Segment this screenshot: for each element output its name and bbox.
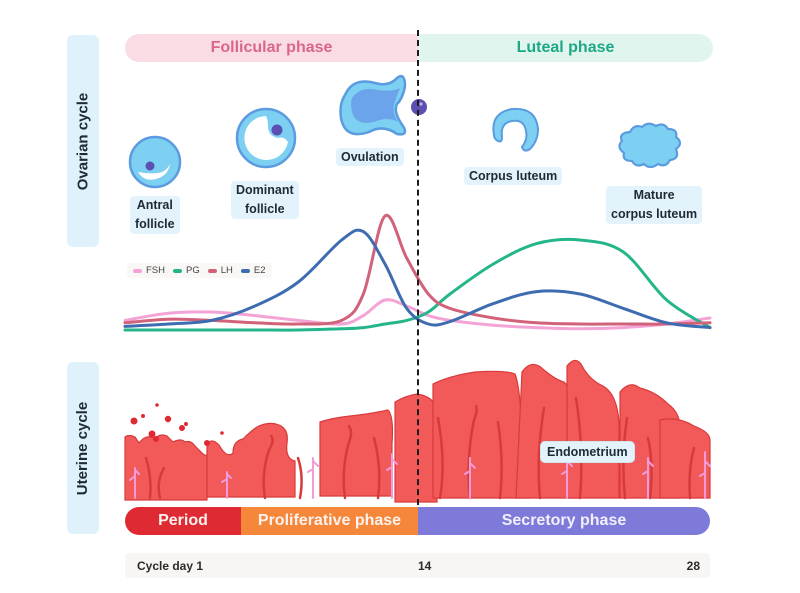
dominant-follicle-icon bbox=[235, 107, 297, 169]
legend-swatch-icon bbox=[240, 268, 250, 273]
e2-curve bbox=[123, 228, 712, 330]
corpus-luteum-icon bbox=[492, 107, 540, 152]
mature-corpus-luteum-label: Mature corpus luteum bbox=[606, 186, 703, 224]
legend-item-e2: E2 bbox=[240, 265, 266, 276]
legend-swatch-icon bbox=[207, 268, 217, 273]
cycle-day-start: Cycle day 1 bbox=[137, 559, 204, 573]
corpus-luteum-label: Corpus luteum bbox=[464, 167, 563, 186]
ovulation-label: Ovulation bbox=[336, 148, 404, 167]
uterine-cycle-label: Uterine cycle bbox=[67, 362, 99, 534]
hormone-legend: FSH PG LH E2 bbox=[127, 263, 272, 278]
antral-follicle-icon bbox=[128, 135, 182, 189]
period-phase-bar: Period bbox=[125, 507, 241, 535]
antral-follicle-label: Antral follicle bbox=[130, 196, 180, 234]
mature-corpus-luteum-icon bbox=[618, 122, 682, 169]
cycle-day-14: 14 bbox=[418, 559, 432, 573]
luteal-phase-bar: Luteal phase bbox=[418, 34, 713, 62]
legend-swatch-icon bbox=[173, 268, 182, 273]
legend-item-pg: PG bbox=[173, 265, 200, 276]
dominant-follicle-label: Dominant follicle bbox=[231, 181, 299, 219]
lh-curve bbox=[123, 214, 712, 326]
pg-curve bbox=[123, 237, 712, 332]
ovulation-divider-line bbox=[417, 30, 419, 535]
follicular-phase-bar: Follicular phase bbox=[125, 34, 418, 62]
egg-icon bbox=[411, 99, 427, 115]
cycle-day-axis: Cycle day 1 14 28 bbox=[125, 553, 710, 578]
endometrium-label: Endometrium bbox=[540, 441, 635, 463]
legend-item-lh: LH bbox=[207, 265, 233, 276]
ovarian-cycle-label: Ovarian cycle bbox=[67, 35, 99, 247]
proliferative-phase-bar: Proliferative phase bbox=[241, 507, 418, 535]
ovulating-follicle-icon bbox=[339, 75, 407, 136]
legend-swatch-icon bbox=[133, 268, 142, 273]
legend-item-fsh: FSH bbox=[133, 265, 165, 276]
secretory-phase-bar: Secretory phase bbox=[418, 507, 710, 535]
cycle-day-28: 28 bbox=[686, 559, 700, 573]
